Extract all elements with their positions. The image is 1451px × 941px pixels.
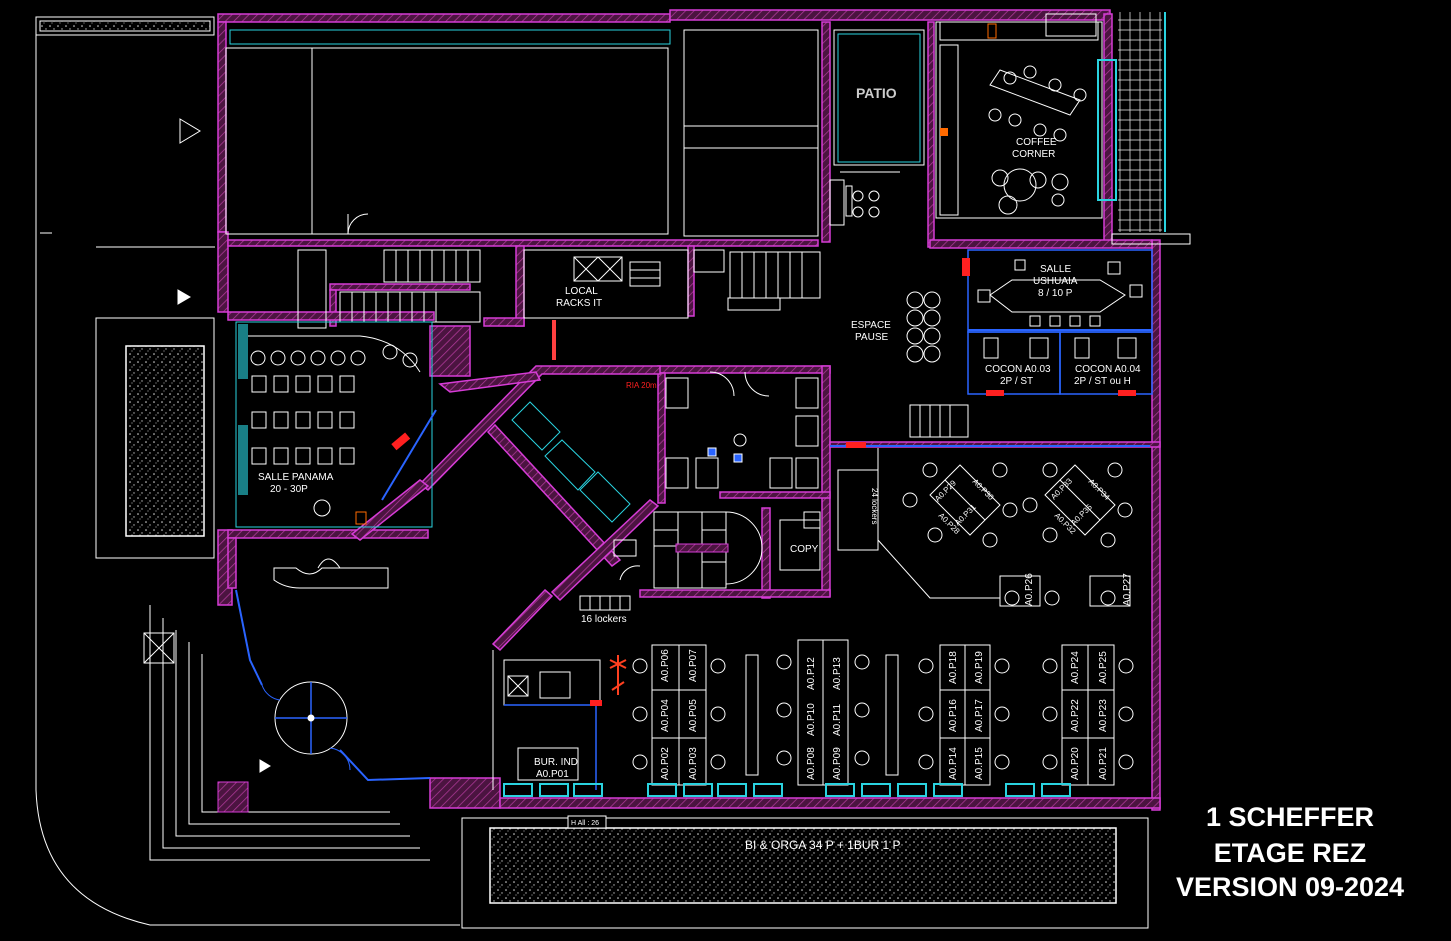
coffee-label-1: COFFEE <box>1016 137 1057 148</box>
open-office-lines <box>492 448 1131 790</box>
salle-ushuaia: SALLE USHUAIA 8 / 10 P <box>962 249 1153 333</box>
desk-p15: A0.P15 <box>974 747 985 780</box>
bur-ind-label-2: A0.P01 <box>536 769 569 780</box>
desk-p23: A0.P23 <box>1098 699 1109 732</box>
desk-p25: A0.P25 <box>1098 651 1109 684</box>
desk-p27: A0.P27 <box>1122 573 1133 606</box>
salle-panama-label-1: SALLE PANAMA <box>258 472 334 483</box>
desk-p14: A0.P14 <box>948 747 959 780</box>
door-marker <box>846 442 866 448</box>
desk-p05: A0.P05 <box>688 699 699 732</box>
bi-orga-label: BI & ORGA 34 P + 1BUR 1 P <box>745 838 901 852</box>
planter-left <box>95 317 215 559</box>
diamond-cluster-2 <box>1022 462 1133 548</box>
right-facade <box>1097 12 1191 245</box>
coat-rack <box>609 655 627 695</box>
desk-p21: A0.P21 <box>1098 747 1109 780</box>
ushuaia-label-3: 8 / 10 P <box>1038 288 1073 299</box>
desk-cluster-1 <box>651 644 707 786</box>
desk-p17: A0.P17 <box>974 699 985 732</box>
desk-p04: A0.P04 <box>660 699 671 732</box>
lockers-24-label: 24 lockers <box>870 488 879 524</box>
bur-ind-label-1: BUR. IND <box>534 757 578 768</box>
window-strip <box>503 783 1071 797</box>
diagonal-walls <box>350 365 661 652</box>
cocon-a003-label-1: COCON A0.03 <box>985 364 1051 375</box>
desk-p06: A0.P06 <box>660 649 671 682</box>
patio: PATIO <box>829 29 925 226</box>
desk-cluster-2 <box>797 639 849 786</box>
site-outline <box>35 16 460 926</box>
desk-p13: A0.P13 <box>832 657 843 690</box>
coffee-label-2: CORNER <box>1012 149 1055 160</box>
planter-bottom: H All : 26 <box>461 815 1149 929</box>
patio-label: PATIO <box>856 85 897 101</box>
door-marker-2 <box>552 320 556 360</box>
desk-cluster-3 <box>939 644 991 786</box>
exterior-steps <box>143 605 430 861</box>
cocon-rooms: COCON A0.03 2P / ST COCON A0.04 2P / ST … <box>967 331 1153 396</box>
lockers-16-label: 16 lockers <box>581 614 627 625</box>
plan-title-line-1: 1 SCHEFFER <box>1205 802 1375 832</box>
desk-p12: A0.P12 <box>806 657 817 690</box>
plan-title-line-2: ETAGE REZ <box>1213 838 1367 868</box>
desk-p26: A0.P26 <box>1024 573 1035 606</box>
desk-p03: A0.P03 <box>688 747 699 780</box>
desk-p11: A0.P11 <box>832 704 843 736</box>
desk-p35: A0.P35 <box>1069 502 1094 527</box>
glazing <box>381 329 1152 501</box>
desk-cluster-4 <box>1061 644 1115 786</box>
toilets <box>665 371 819 489</box>
desk-p30: A0.P30 <box>971 477 996 502</box>
desk-p29: A0.P29 <box>933 478 958 503</box>
cocon-a004-label-1: COCON A0.04 <box>1075 364 1141 375</box>
central-stair: COPY <box>613 511 821 589</box>
hall-label: H All : 26 <box>571 820 599 827</box>
local-racks-label-2: RACKS IT <box>556 298 602 309</box>
desk-p31: A0.P31 <box>953 502 978 527</box>
building-walls <box>217 9 1161 811</box>
ushuaia-label-2: USHUAIA <box>1033 276 1078 287</box>
desk-p18: A0.P18 <box>948 651 959 684</box>
top-hall <box>225 29 819 237</box>
desk-p07: A0.P07 <box>688 649 699 682</box>
desk-p24: A0.P24 <box>1070 651 1081 684</box>
ria-label: RIA 20m <box>626 381 657 390</box>
espace-pause-label-1: ESPACE <box>851 320 891 331</box>
desk-p09: A0.P09 <box>832 747 843 780</box>
diagonal-rooms <box>511 401 631 523</box>
copy-label: COPY <box>790 544 819 555</box>
desk-p19: A0.P19 <box>974 651 985 684</box>
local-racks-it: LOCAL RACKS IT <box>297 249 821 329</box>
desk-p20: A0.P20 <box>1070 747 1081 780</box>
espace-pause-label-2: PAUSE <box>855 332 888 343</box>
espace-pause: ESPACE PAUSE <box>851 291 969 438</box>
desk-p16: A0.P16 <box>948 699 959 732</box>
desk-p22: A0.P22 <box>1070 699 1081 732</box>
salle-panama-label-2: 20 - 30P <box>270 484 308 495</box>
desk-p02: A0.P02 <box>660 747 671 780</box>
reception <box>235 558 431 782</box>
desk-p10: A0.P10 <box>806 703 817 736</box>
coffee-corner: COFFEE CORNER <box>935 13 1103 219</box>
desk-p33: A0.P33 <box>1049 476 1074 501</box>
desk-p34: A0.P34 <box>1087 477 1112 502</box>
diamond-cluster-1 <box>902 462 1018 548</box>
storage-columns <box>745 654 899 776</box>
cocon-a004-label-2: 2P / ST ou H <box>1074 376 1131 387</box>
cocon-a003-label-2: 2P / ST <box>1000 376 1033 387</box>
desk-chairs <box>632 590 1134 770</box>
plan-title-line-3: VERSION 09-2024 <box>1175 872 1405 902</box>
desk-p08: A0.P08 <box>806 747 817 780</box>
salle-panama: SALLE PANAMA 20 - 30P <box>235 321 433 528</box>
ushuaia-label-1: SALLE <box>1040 264 1071 275</box>
local-racks-label-1: LOCAL <box>565 286 598 297</box>
